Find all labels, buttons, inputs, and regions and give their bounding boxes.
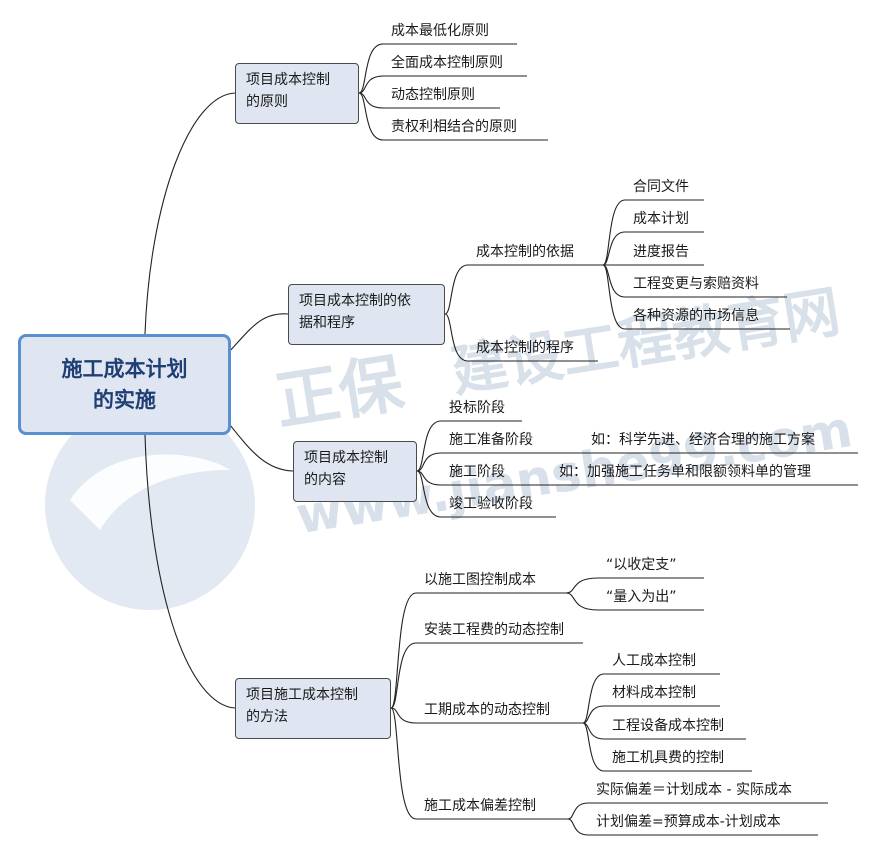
basis-item: 各种资源的市场信息	[633, 308, 759, 324]
method-item: 施工成本偏差控制	[424, 798, 536, 814]
method-item: 工期成本的动态控制	[424, 702, 550, 718]
stage-item: 施工阶段	[449, 464, 505, 480]
principle-item: 全面成本控制原则	[391, 55, 503, 71]
method-subitem: “以收定支”	[606, 557, 677, 573]
branch-basis-procedure: 项目成本控制的依 据和程序	[288, 284, 445, 345]
basis-item: 工程变更与索赔资料	[633, 276, 759, 292]
branch-principles: 项目成本控制 的原则	[235, 63, 359, 124]
stage-item: 投标阶段	[449, 400, 505, 416]
method-subitem: 人工成本控制	[612, 653, 696, 669]
method-subitem: “量入为出”	[606, 589, 677, 605]
method-item: 安装工程费的动态控制	[424, 622, 564, 638]
principle-item: 责权利相结合的原则	[391, 119, 517, 135]
method-subitem: 材料成本控制	[612, 685, 696, 701]
method-subitem: 施工机具费的控制	[612, 750, 724, 766]
basis-item: 进度报告	[633, 244, 689, 260]
basis-label: 成本控制的依据	[476, 244, 574, 260]
procedure-label: 成本控制的程序	[476, 340, 574, 356]
basis-item: 成本计划	[633, 211, 689, 227]
stage-note: 如：加强施工任务单和限额领料单的管理	[559, 464, 811, 480]
method-item: 以施工图控制成本	[424, 572, 536, 588]
stage-item: 施工准备阶段	[449, 432, 533, 448]
stage-note: 如：科学先进、经济合理的施工方案	[591, 432, 815, 448]
branch-methods: 项目施工成本控制 的方法	[235, 678, 391, 739]
principle-item: 动态控制原则	[391, 87, 475, 103]
branch-content: 项目成本控制 的内容	[293, 441, 417, 502]
method-subitem: 工程设备成本控制	[612, 718, 724, 734]
principle-item: 成本最低化原则	[391, 23, 489, 39]
stage-item: 竣工验收阶段	[449, 496, 533, 512]
method-subitem: 计划偏差=预算成本-计划成本	[596, 814, 781, 830]
basis-item: 合同文件	[633, 179, 689, 195]
root-topic: 施工成本计划 的实施	[18, 334, 231, 435]
method-subitem: 实际偏差＝计划成本 - 实际成本	[596, 782, 792, 798]
